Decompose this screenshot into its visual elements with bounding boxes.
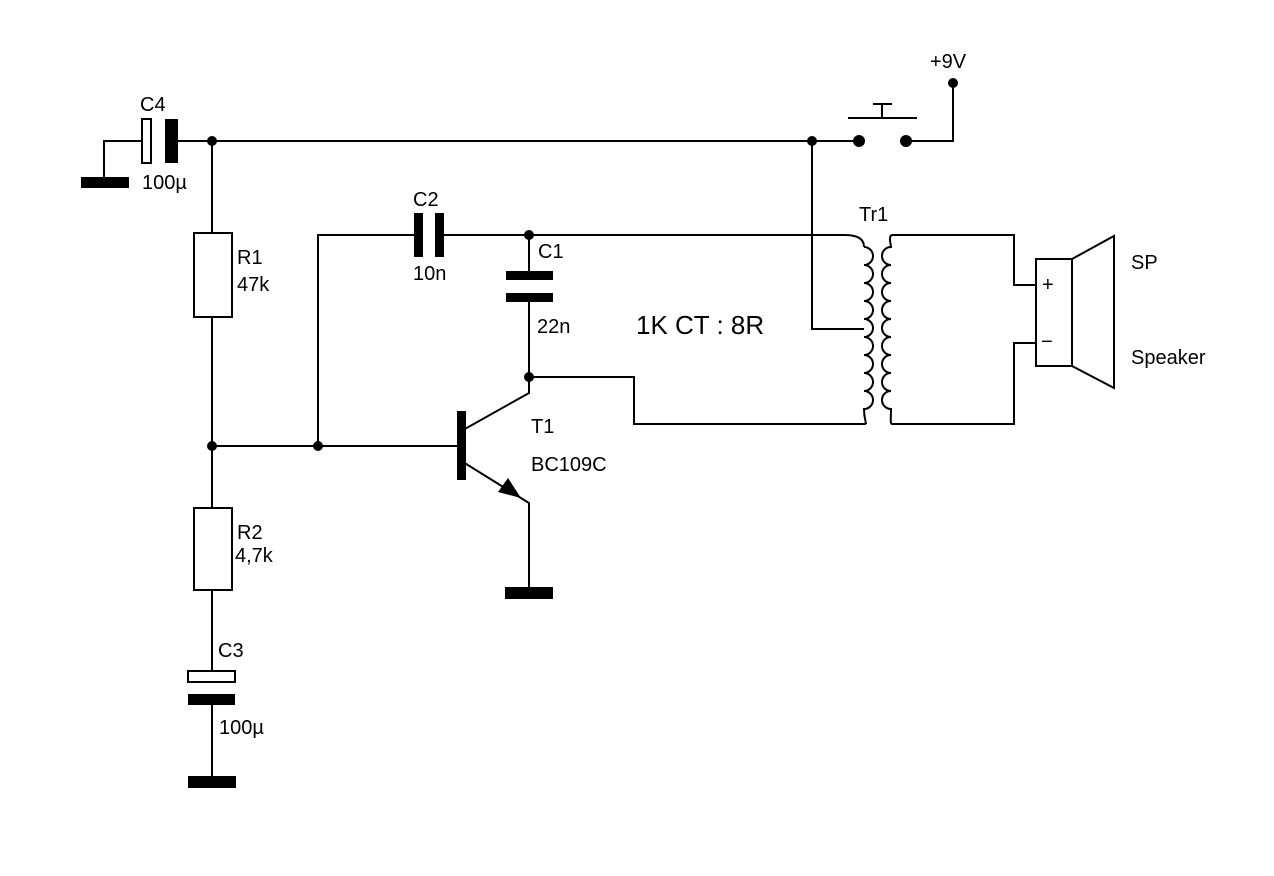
- c1-plate: [506, 271, 553, 280]
- r2-value-label: 4,7k: [235, 545, 274, 567]
- c2-ref-label: C2: [413, 189, 439, 211]
- r2-ref-label: R2: [237, 522, 263, 544]
- r1-ref-label: R1: [237, 247, 263, 269]
- c4-value-label: 100µ: [142, 172, 187, 194]
- junction-dot: [524, 230, 534, 240]
- wire-collector-transformer: [529, 376, 866, 425]
- labels: +9V C4 100µ C2 10n C1 22n R1 47k R2 4,7k…: [140, 51, 1206, 739]
- transistor-t1: [457, 411, 521, 498]
- speaker-minus-label: −: [1041, 331, 1053, 353]
- push-button-switch: [848, 103, 917, 147]
- c3-negative-plate: [188, 694, 235, 705]
- t1-value-label: BC109C: [531, 454, 607, 476]
- wire-supply: [906, 83, 954, 142]
- speaker-magnet: [1035, 258, 1073, 367]
- tr1-primary-winding: [862, 246, 874, 425]
- speaker-ref-label: SP: [1131, 252, 1158, 274]
- c3-positive-plate: [187, 670, 236, 683]
- ground-symbol: [81, 177, 129, 188]
- c4-negative-plate: [165, 119, 178, 163]
- junctions: [207, 78, 958, 451]
- wire-c2-transformer: [443, 234, 865, 248]
- capacitor-c4: [141, 118, 178, 164]
- tr1-ref-label: Tr1: [859, 204, 888, 226]
- speaker-cone: [1071, 234, 1115, 390]
- supply-terminal: [948, 78, 958, 88]
- tr1-ratio-label: 1K CT : 8R: [636, 310, 764, 340]
- c3-ref-label: C3: [218, 640, 244, 662]
- resistor-r2: [193, 507, 233, 591]
- tr1-secondary-winding: [881, 234, 893, 425]
- wire-c4-ground: [103, 140, 142, 182]
- c4-ref-label: C4: [140, 94, 166, 116]
- ground-symbol: [505, 587, 553, 599]
- ground-symbol: [188, 776, 236, 788]
- switch-contact: [900, 135, 912, 147]
- speaker-value-label: Speaker: [1131, 347, 1206, 369]
- speaker-sp: + −: [1035, 234, 1115, 390]
- grounds: [81, 177, 553, 788]
- c1-plate: [506, 293, 553, 302]
- wire-secondary-bottom: [892, 342, 1036, 425]
- transformer-tr1: [862, 234, 893, 425]
- c1-value-label: 22n: [537, 316, 570, 338]
- supply-label: +9V: [930, 51, 967, 73]
- t1-emitter-arrow: [498, 478, 521, 498]
- wire-emitter: [462, 461, 530, 590]
- speaker-plus-label: +: [1042, 274, 1054, 296]
- capacitor-c3: [187, 670, 236, 705]
- wires: [103, 83, 1036, 782]
- switch-contact: [853, 135, 865, 147]
- r1-value-label: 47k: [237, 274, 270, 296]
- junction-dot: [524, 372, 534, 382]
- junction-dot: [313, 441, 323, 451]
- c1-ref-label: C1: [538, 241, 564, 263]
- c4-positive-plate: [141, 118, 152, 164]
- switch-actuator: [848, 103, 917, 119]
- wire-feedback: [317, 234, 414, 446]
- t1-ref-label: T1: [531, 416, 554, 438]
- capacitor-c2: [414, 213, 444, 257]
- c2-plate: [414, 213, 423, 257]
- t1-base-bar: [457, 411, 466, 480]
- capacitor-c1: [506, 271, 553, 302]
- junction-dot: [207, 441, 217, 451]
- wire-centre-tap: [811, 141, 864, 330]
- junction-dot: [807, 136, 817, 146]
- c3-value-label: 100µ: [219, 717, 264, 739]
- wire-collector: [462, 377, 530, 431]
- resistor-r1: [193, 232, 233, 318]
- junction-dot: [207, 136, 217, 146]
- c2-value-label: 10n: [413, 263, 446, 285]
- c2-plate: [435, 213, 444, 257]
- wire-secondary-top: [892, 234, 1036, 286]
